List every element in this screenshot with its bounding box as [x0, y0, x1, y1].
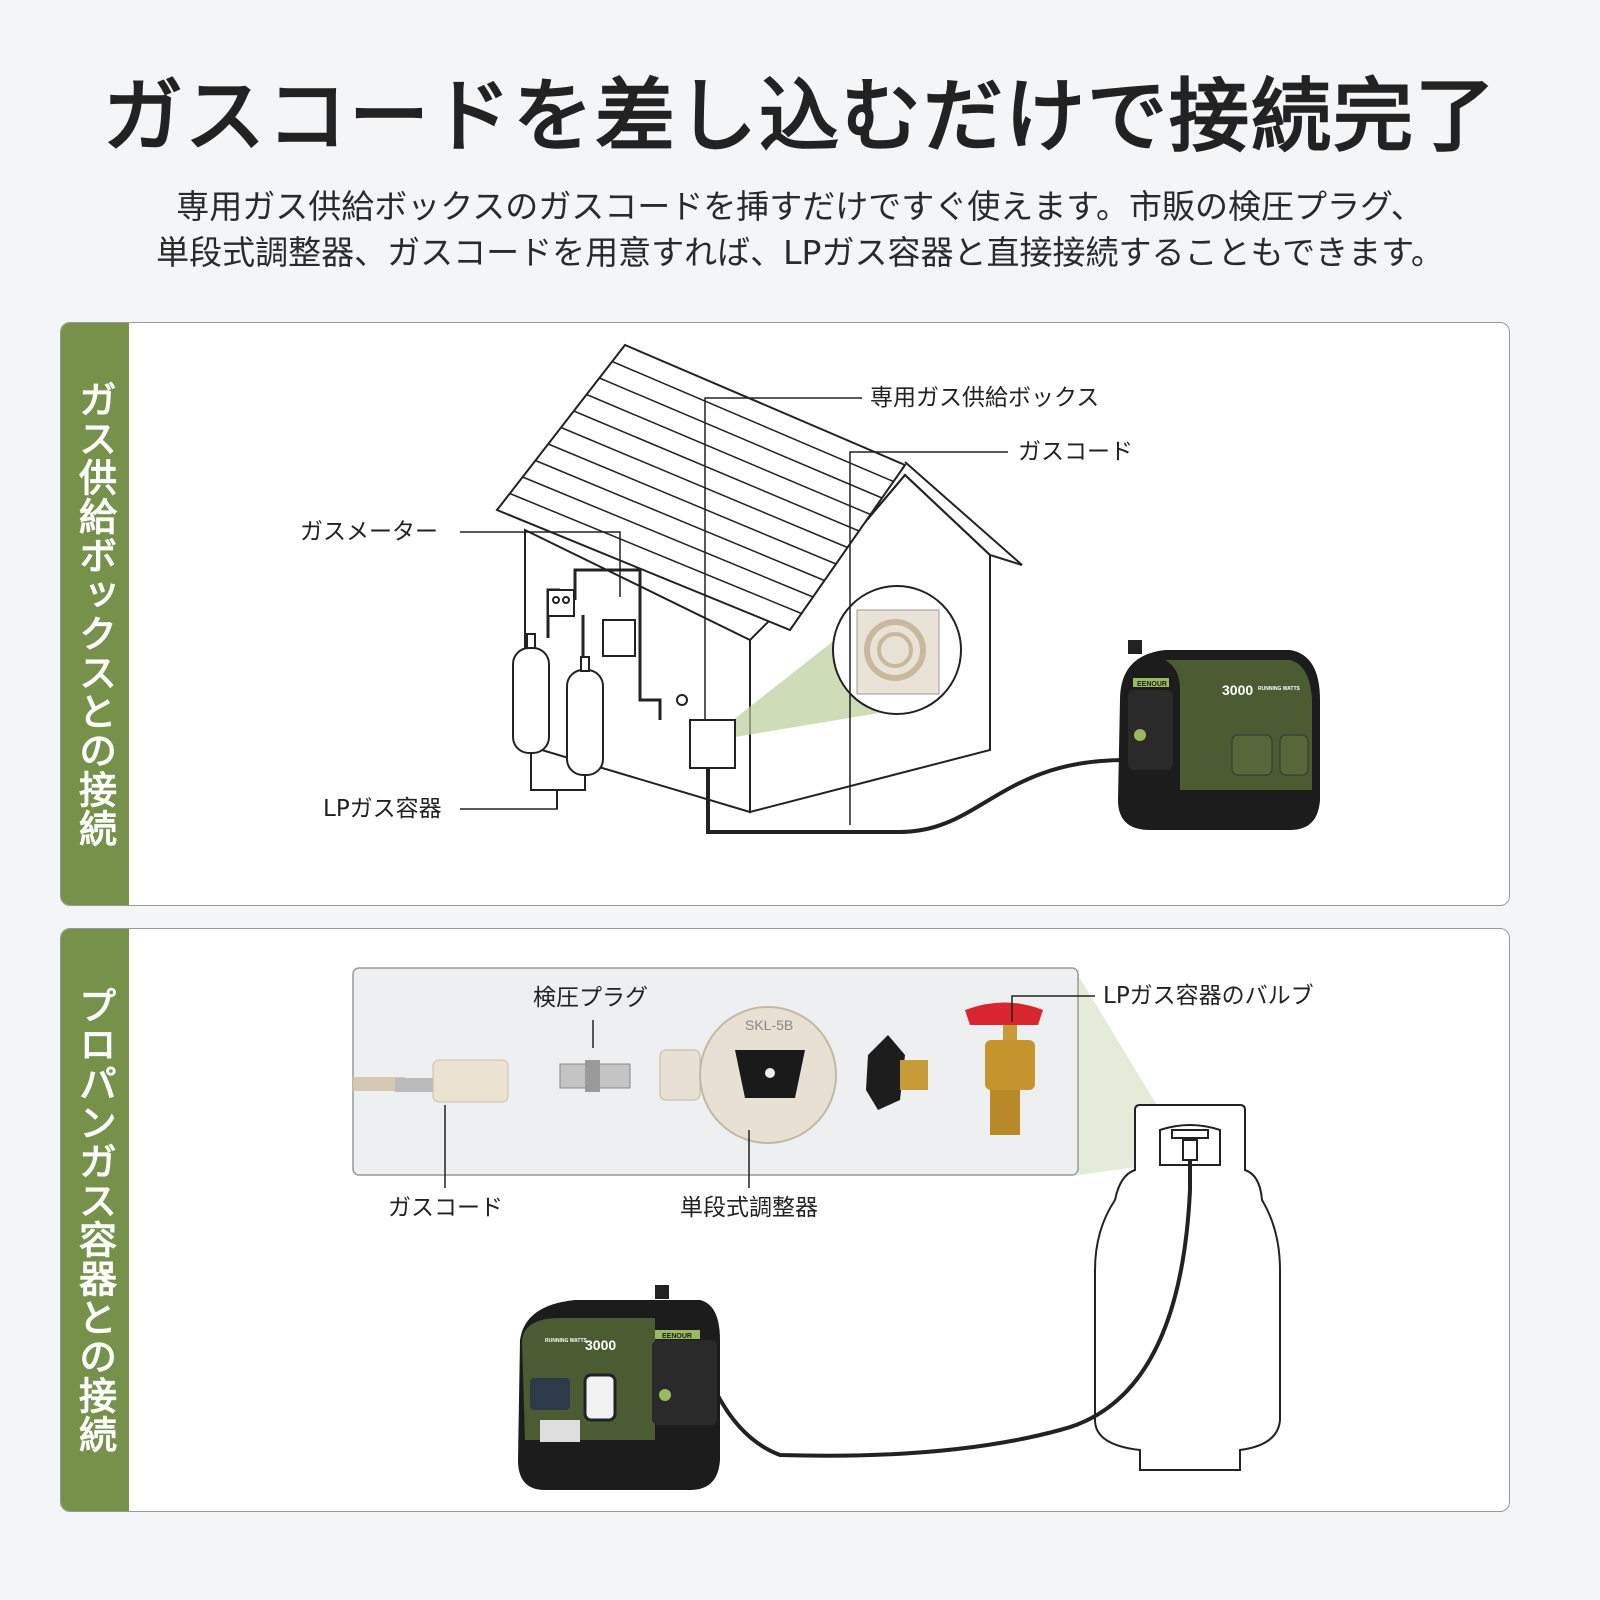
label-lp-container: LPガス容器: [323, 796, 442, 822]
subtitle-line-2: 単段式調整器、ガスコードを用意すれば、LPガス容器と直接接続することもできます。: [156, 233, 1444, 272]
side-label-text: ガス供給ボックスとの接続: [72, 380, 117, 848]
label-gas-cord-2: ガスコード: [388, 1195, 503, 1221]
label-valve: LPガス容器のバルブ: [1103, 983, 1314, 1009]
panel-side-label: ガス供給ボックスとの接続: [61, 323, 129, 905]
side-label-text: プロパンガス容器との接続: [72, 986, 117, 1454]
label-pressure-plug: 検圧プラグ: [533, 985, 648, 1011]
page-title: ガスコードを差し込むだけで接続完了: [103, 70, 1497, 163]
gas-supply-box-panel: ガス供給ボックスとの接続: [60, 322, 1510, 906]
label-regulator: 単段式調整器: [680, 1195, 818, 1221]
label-gas-meter: ガスメーター: [300, 519, 438, 545]
label-supply-box: 専用ガス供給ボックス: [870, 385, 1100, 411]
subtitle-line-1: 専用ガス供給ボックスのガスコードを挿すだけですぐ使えます。市販の検圧プラグ、: [176, 187, 1424, 226]
label-gas-cord: ガスコード: [1018, 439, 1133, 465]
panel-side-label: プロパンガス容器との接続: [61, 929, 129, 1511]
